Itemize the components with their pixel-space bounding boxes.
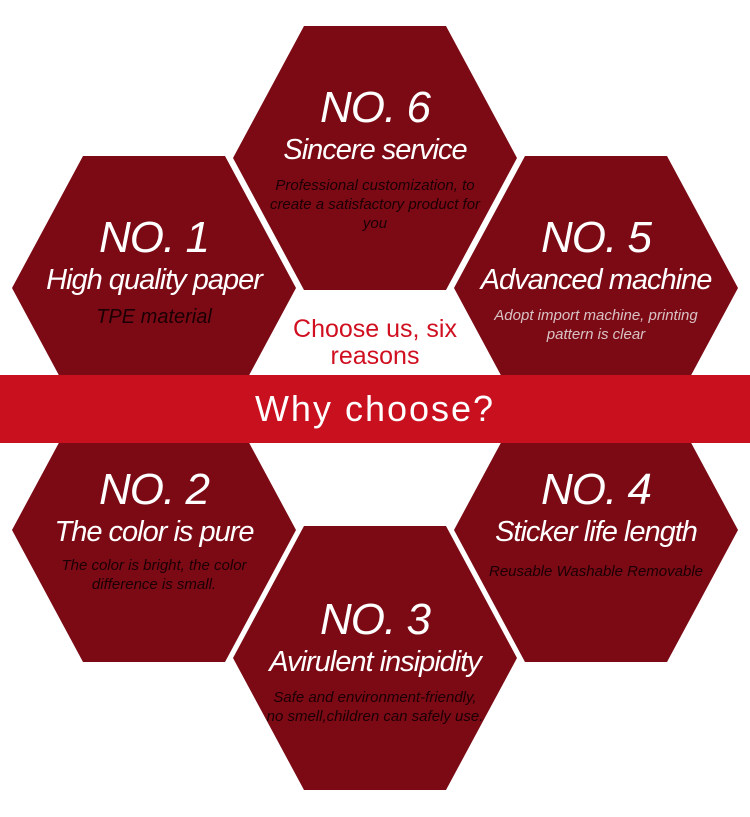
reason-number: NO. 2 — [99, 465, 210, 514]
hexagon-no-6: NO. 6 Sincere service Professional custo… — [233, 26, 517, 290]
reason-title: The color is pure — [54, 516, 255, 548]
reason-number: NO. 1 — [99, 213, 210, 262]
reason-number: NO. 3 — [320, 595, 431, 644]
reason-number: NO. 5 — [541, 213, 652, 262]
reason-title: Avirulent insipidity — [269, 646, 482, 678]
banner-label: Why choose? — [254, 388, 496, 429]
reason-number: NO. 4 — [541, 465, 652, 514]
reason-title: High quality paper — [46, 264, 263, 296]
reason-number: NO. 6 — [320, 83, 431, 132]
why-choose-banner: Why choose? — [0, 375, 750, 443]
reason-description: The color is bright, the color differenc… — [61, 557, 247, 593]
reason-description: Reusable Washable Removable — [488, 563, 703, 580]
hexagon-no-3: NO. 3 Avirulent insipidity Safe and envi… — [233, 526, 517, 790]
reason-title: Sticker life length — [495, 516, 698, 548]
reason-title: Advanced machine — [480, 264, 713, 296]
reason-description: TPE material — [96, 306, 212, 328]
six-reasons-subtitle: Choose us, six reasons — [293, 315, 457, 370]
reason-title: Sincere service — [283, 134, 467, 166]
reason-description: Adopt import machine, printing pattern i… — [494, 307, 698, 343]
reason-description: Professional customization, to create a … — [269, 177, 481, 232]
reason-description: Safe and environment-friendly, no smell,… — [266, 689, 484, 725]
